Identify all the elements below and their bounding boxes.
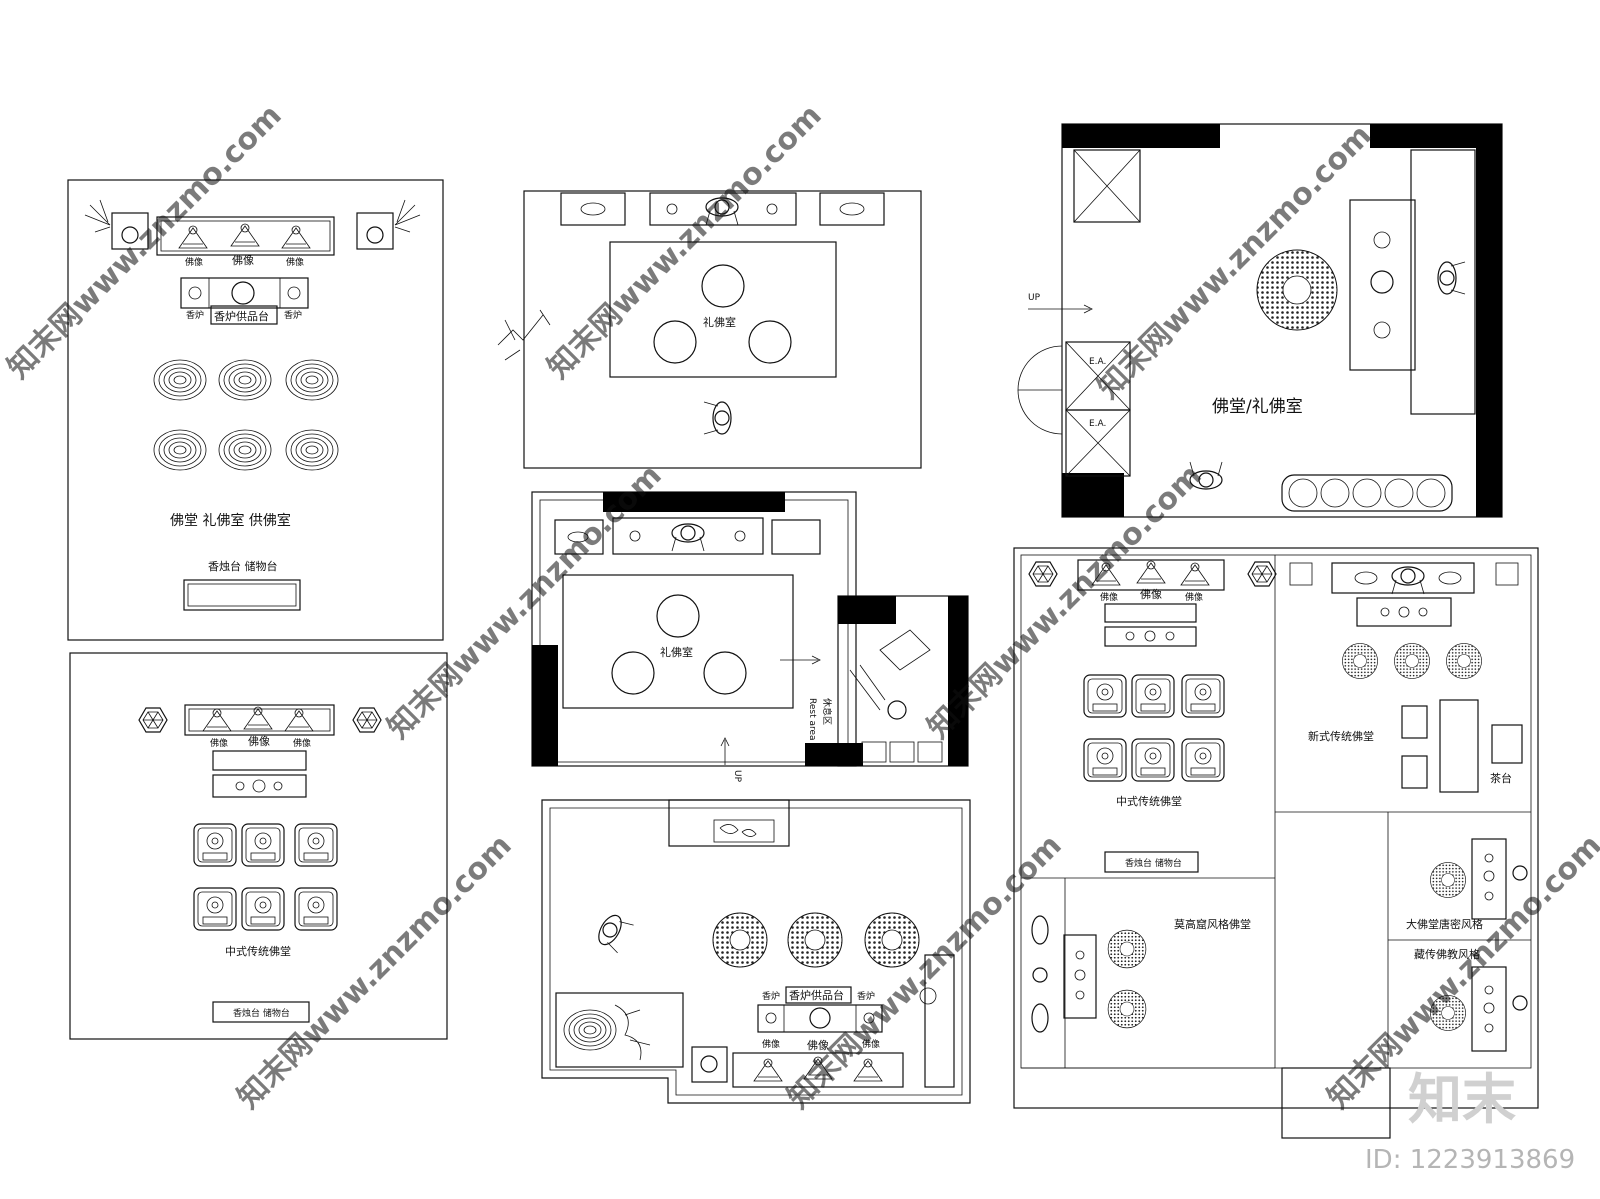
p7-tibet-title: 藏传佛教风格 <box>1414 947 1480 961</box>
watermark-text-4: 知末网www.znzmo.com <box>381 458 669 746</box>
p4-rest-cn: 休息区 <box>821 698 833 725</box>
p1-statue-left-label: 佛像 <box>185 256 203 268</box>
p6-up-label: UP <box>1028 293 1041 303</box>
p1-statue-label: 佛像 <box>232 254 254 267</box>
p7-chinese-title: 中式传统佛堂 <box>1116 795 1182 808</box>
watermark-text-3: 知末网www.znzmo.com <box>1091 118 1379 406</box>
panel-4-worship-room-rest: 礼佛室 休息区 Rest area UP <box>531 491 969 783</box>
panel-5-buddha-hall-garden: 香炉供品台 香炉 香炉 佛像 佛像 佛像 <box>541 799 971 1104</box>
p1-offering-label: 香炉供品台 <box>214 309 269 323</box>
p3-title: 礼佛室 <box>703 315 736 329</box>
panel-1-buddha-hall: 佛像 佛像 佛像 香炉供品台 香炉 香炉 佛堂 礼佛室 供佛室 香烛台 储物台 <box>67 179 444 641</box>
panel-6-buddha-hall: E.A. E.A. UP 佛堂/礼佛室 <box>1017 123 1503 518</box>
p2-statue-left-label: 佛像 <box>210 737 228 749</box>
p7-tang-title: 大佛堂唐密风格 <box>1406 917 1483 931</box>
p5-statue-left-label: 佛像 <box>762 1038 780 1050</box>
p7-tea-label: 茶台 <box>1490 771 1512 785</box>
p5-censer-left: 香炉 <box>762 990 780 1002</box>
p7-mogao-title: 莫高窟风格佛堂 <box>1174 917 1251 931</box>
p1-censer-right: 香炉 <box>284 309 302 321</box>
panel-2-chinese-traditional: 佛像 佛像 佛像 中式传统佛堂 香烛台 储物台 <box>69 652 448 1040</box>
p7-statue-left-label: 佛像 <box>1100 591 1118 603</box>
watermark-id: ID: 1223913869 <box>1365 1145 1575 1175</box>
p7-statue-label: 佛像 <box>1140 588 1162 601</box>
p7-statue-right-label: 佛像 <box>1185 591 1203 603</box>
watermark-text-6: 知末网www.znzmo.com <box>231 828 519 1116</box>
p5-offering-label: 香炉供品台 <box>789 988 844 1002</box>
p6-title: 佛堂/礼佛室 <box>1212 397 1303 417</box>
p2-storage-label: 香烛台 储物台 <box>233 1007 290 1019</box>
p2-title: 中式传统佛堂 <box>225 945 291 958</box>
p6-ea-label-2: E.A. <box>1089 419 1106 429</box>
p1-statue-right-label: 佛像 <box>286 256 304 268</box>
p4-rest-en: Rest area <box>807 698 817 741</box>
p1-storage-label: 香烛台 储物台 <box>208 559 278 573</box>
p2-statue-label: 佛像 <box>248 735 270 748</box>
p5-censer-right: 香炉 <box>857 990 875 1002</box>
p4-up-label: UP <box>732 770 742 783</box>
p1-title: 佛堂 礼佛室 供佛室 <box>170 512 291 529</box>
panel-7-multi-style-halls: 佛像 佛像 佛像 中式传统佛堂 香烛台 储物台 新式传统佛堂 <box>1013 547 1539 1139</box>
watermark-logo: 知末 <box>1408 1068 1516 1131</box>
p5-statue-right-label: 佛像 <box>862 1038 880 1050</box>
p4-title: 礼佛室 <box>660 645 693 659</box>
p1-censer-left: 香炉 <box>186 309 204 321</box>
p7-storage-label: 香烛台 储物台 <box>1125 857 1182 869</box>
p2-statue-right-label: 佛像 <box>293 737 311 749</box>
p5-statue-label: 佛像 <box>807 1039 829 1052</box>
p6-ea-label-1: E.A. <box>1089 357 1106 367</box>
p7-new-title: 新式传统佛堂 <box>1308 729 1374 743</box>
panel-3-worship-room: 礼佛室 <box>497 190 922 469</box>
